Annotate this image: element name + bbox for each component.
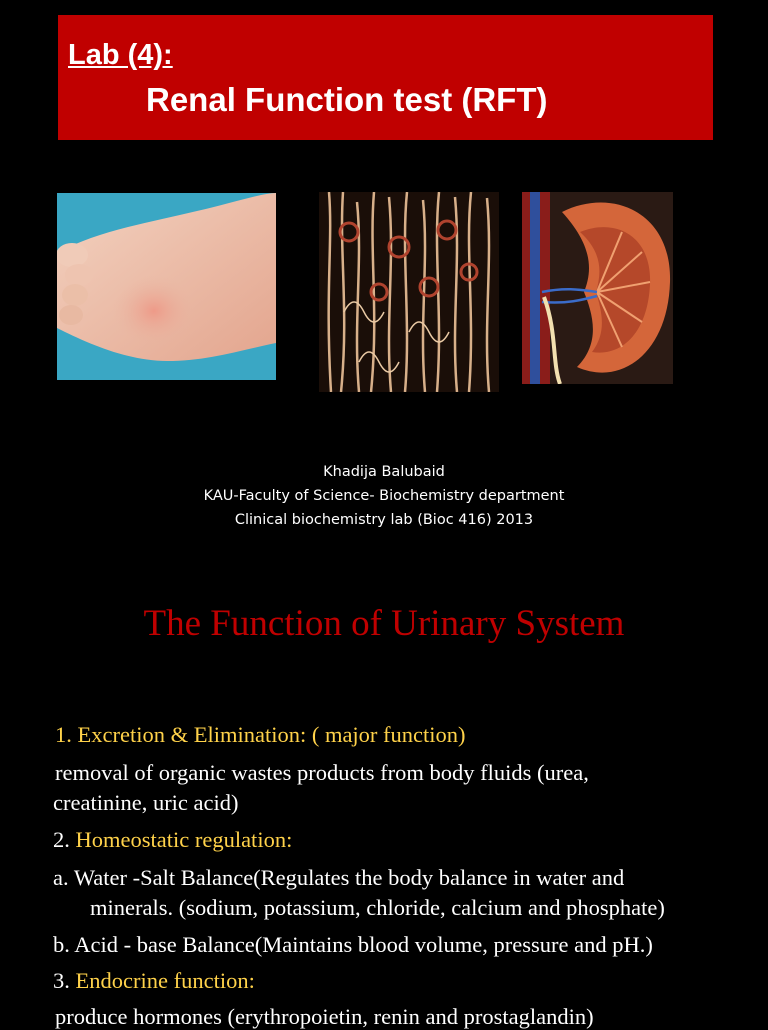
excretion-line-2: creatinine, uric acid) — [53, 790, 239, 815]
endocrine-number: 3. — [53, 968, 76, 993]
homeostatic-heading: Homeostatic regulation: — [75, 827, 293, 852]
acid-base-line: b. Acid - base Balance(Maintains blood v… — [53, 932, 653, 957]
course-info: Clinical biochemistry lab (Bioc 416) 201… — [234, 512, 534, 528]
kidney-cross-section-illustration — [522, 192, 673, 384]
title-banner: Lab (4): Renal Function test (RFT) — [58, 15, 713, 140]
endocrine-line: produce hormones (erythropoietin, renin … — [55, 1004, 594, 1029]
affiliation: KAU-Faculty of Science- Biochemistry dep… — [203, 488, 565, 504]
section-title: The Function of Urinary System — [143, 603, 625, 644]
homeostatic-row: 2. Homeostatic regulation: — [53, 827, 292, 853]
water-salt-line-2: minerals. (sodium, potassium, chloride, … — [90, 895, 665, 920]
gout-foot-photo — [57, 193, 276, 380]
author-name: Khadija Balubaid — [323, 464, 445, 480]
lab-label: Lab (4): — [68, 39, 173, 71]
endocrine-heading: Endocrine function: — [75, 968, 255, 993]
credits: Khadija Balubaid KAU-Faculty of Science-… — [0, 460, 768, 532]
excretion-line-1: removal of organic wastes products from … — [55, 760, 589, 785]
nephron-tubules-illustration — [319, 192, 499, 392]
excretion-heading: 1. Excretion & Elimination: ( major func… — [55, 722, 466, 747]
slide-title: Renal Function test (RFT) — [146, 81, 548, 118]
endocrine-row: 3. Endocrine function: — [53, 968, 255, 994]
homeostatic-number: 2. — [53, 827, 76, 852]
water-salt-line-1: a. Water -Salt Balance(Regulates the bod… — [53, 865, 625, 890]
